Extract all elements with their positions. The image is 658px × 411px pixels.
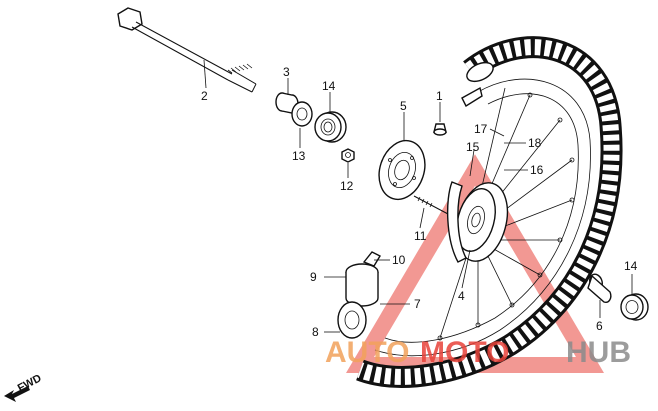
- stud-part: [413, 195, 449, 215]
- callout-6: 6: [596, 319, 603, 333]
- watermark-word-moto: MOTO: [420, 336, 509, 369]
- nut-part: [341, 148, 355, 163]
- callout-14-lower: 14: [624, 259, 638, 273]
- fwd-label: FWD: [16, 372, 44, 394]
- brake-disc-part: [378, 139, 426, 201]
- wheel-assembly: [356, 36, 623, 388]
- callout-3: 3: [283, 65, 290, 79]
- speedometer-gearbox-part: [345, 251, 381, 307]
- leader-lines: [203, 59, 633, 333]
- callout-12: 12: [340, 179, 354, 193]
- callout-18: 18: [528, 136, 542, 150]
- side-collar-part: [337, 301, 367, 339]
- callout-5: 5: [400, 99, 407, 113]
- axle-part: [117, 7, 257, 93]
- callout-9: 9: [310, 270, 317, 284]
- watermark-text: AUTO MOTO HUB: [325, 336, 631, 369]
- callout-7: 7: [414, 297, 421, 311]
- callout-16: 16: [530, 163, 544, 177]
- watermark-word-hub: HUB: [566, 336, 631, 369]
- callout-8: 8: [312, 325, 319, 339]
- callout-11: 11: [414, 229, 427, 243]
- callout-1: 1: [436, 89, 443, 103]
- distance-collar-part: [587, 273, 612, 303]
- dust-seal-part: [291, 101, 313, 127]
- callout-labels: 2 3 13 14 5 1 12 17 18 15 16 11 10 9 4 7…: [201, 65, 638, 339]
- bearing-part-upper: [314, 111, 347, 143]
- callout-4: 4: [458, 289, 465, 303]
- callout-2: 2: [201, 89, 208, 103]
- bolt-part: [433, 123, 447, 136]
- forward-direction-marker: FWD: [4, 372, 44, 402]
- forward-arrow-icon: [4, 386, 30, 402]
- callout-13: 13: [292, 149, 306, 163]
- callout-15: 15: [466, 140, 480, 154]
- callout-10: 10: [392, 253, 406, 267]
- callout-14-upper: 14: [322, 79, 336, 93]
- watermark-word-auto: AUTO: [325, 336, 409, 369]
- callout-17: 17: [474, 122, 488, 136]
- bearing-part-lower: [620, 293, 649, 321]
